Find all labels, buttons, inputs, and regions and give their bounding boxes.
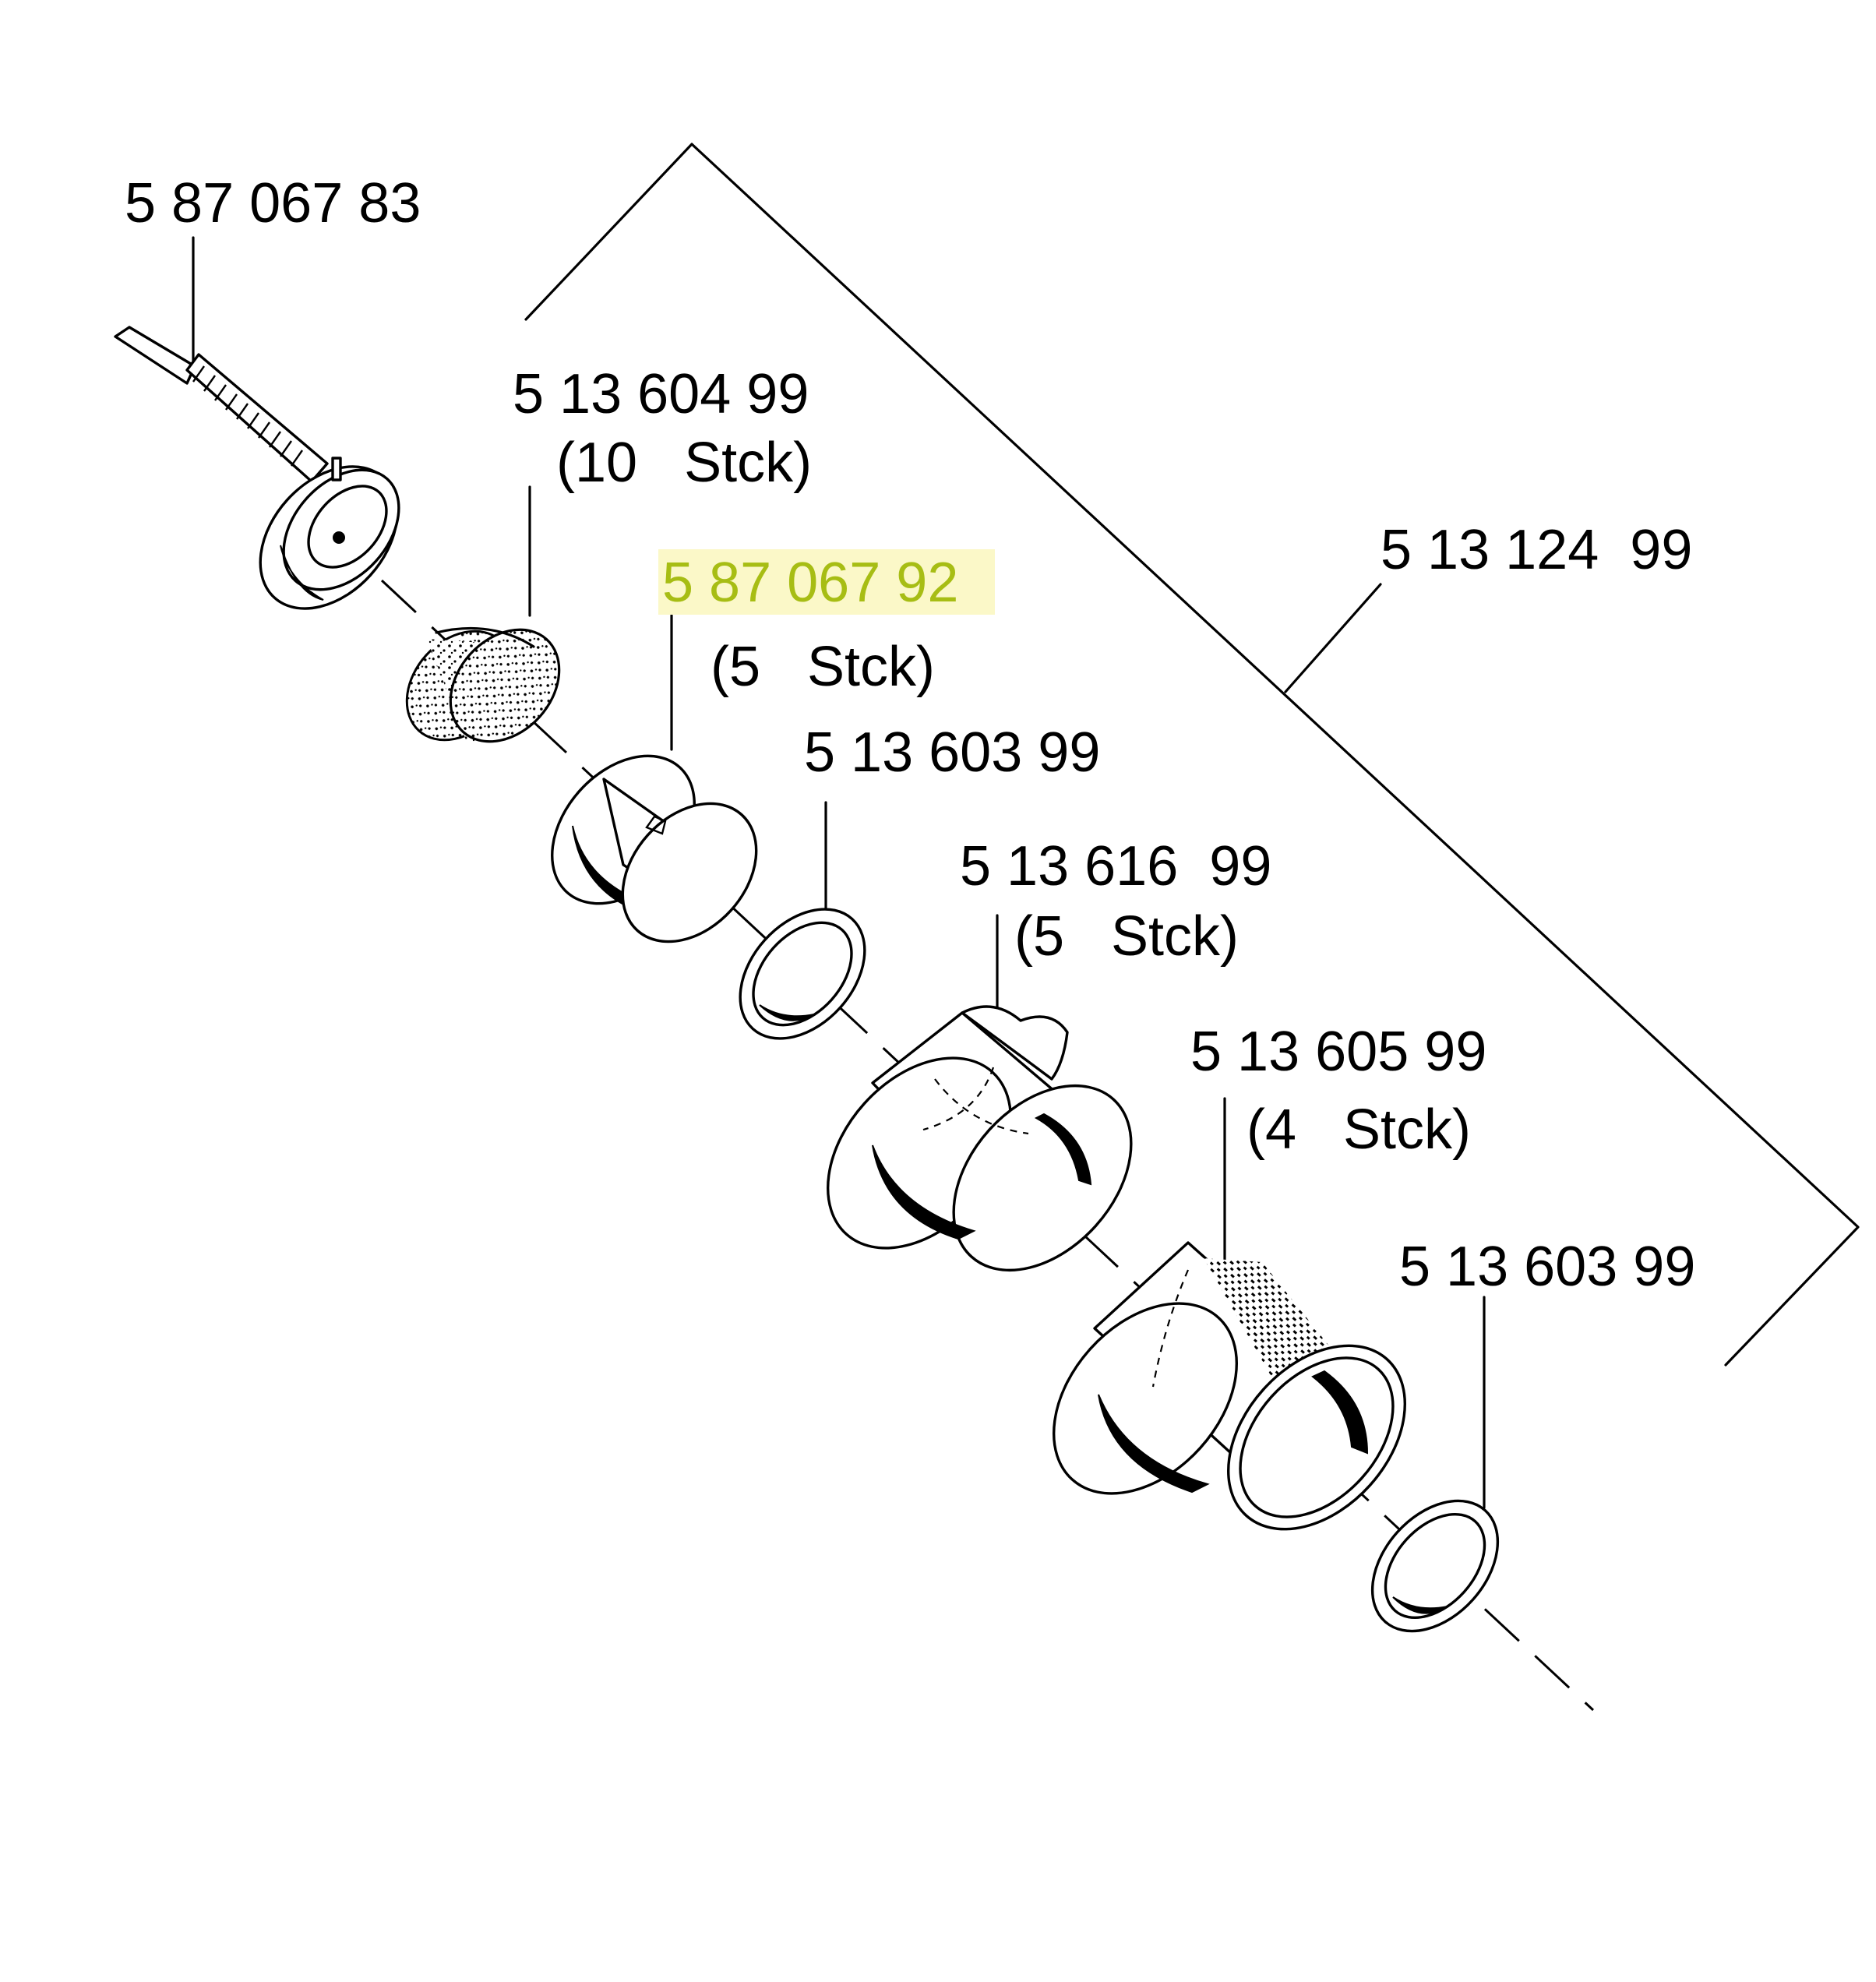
- washer-b-part: [1370, 1499, 1500, 1633]
- sleeve-part: [826, 1005, 1133, 1272]
- screen-part: [1052, 1241, 1406, 1531]
- washer-b-part-number: 5 13 603 99: [1399, 1236, 1695, 1298]
- spindle-part-number: 5 87 067 83: [125, 172, 421, 235]
- highlight-box: [658, 549, 995, 615]
- sleeve-part-number: 5 13 616 99: [960, 835, 1271, 898]
- bushing-qty: (5 Stck): [711, 636, 935, 698]
- screen-qty: (4 Stck): [1247, 1099, 1471, 1161]
- washer-a-part-number: 5 13 603 99: [804, 721, 1100, 784]
- labels: 5 87 067 83 5 13 604 99 (10 Stck) 5 87 0…: [125, 172, 1695, 1298]
- filter-qty: (10 Stck): [556, 432, 812, 494]
- bushing-part: [551, 754, 758, 943]
- washer-a-part: [739, 908, 866, 1040]
- sleeve-qty: (5 Stck): [1014, 905, 1239, 968]
- filter-part-number: 5 13 604 99: [513, 363, 809, 425]
- kit-part-number: 5 13 124 99: [1381, 519, 1692, 581]
- bushing-part-number: 5 87 067 92: [662, 552, 958, 614]
- spindle-part: [114, 326, 400, 610]
- leader-lines: [192, 236, 1486, 1509]
- kit-bracket: [524, 143, 1860, 1367]
- filter-part: [405, 626, 561, 744]
- screen-part-number: 5 13 605 99: [1190, 1021, 1486, 1083]
